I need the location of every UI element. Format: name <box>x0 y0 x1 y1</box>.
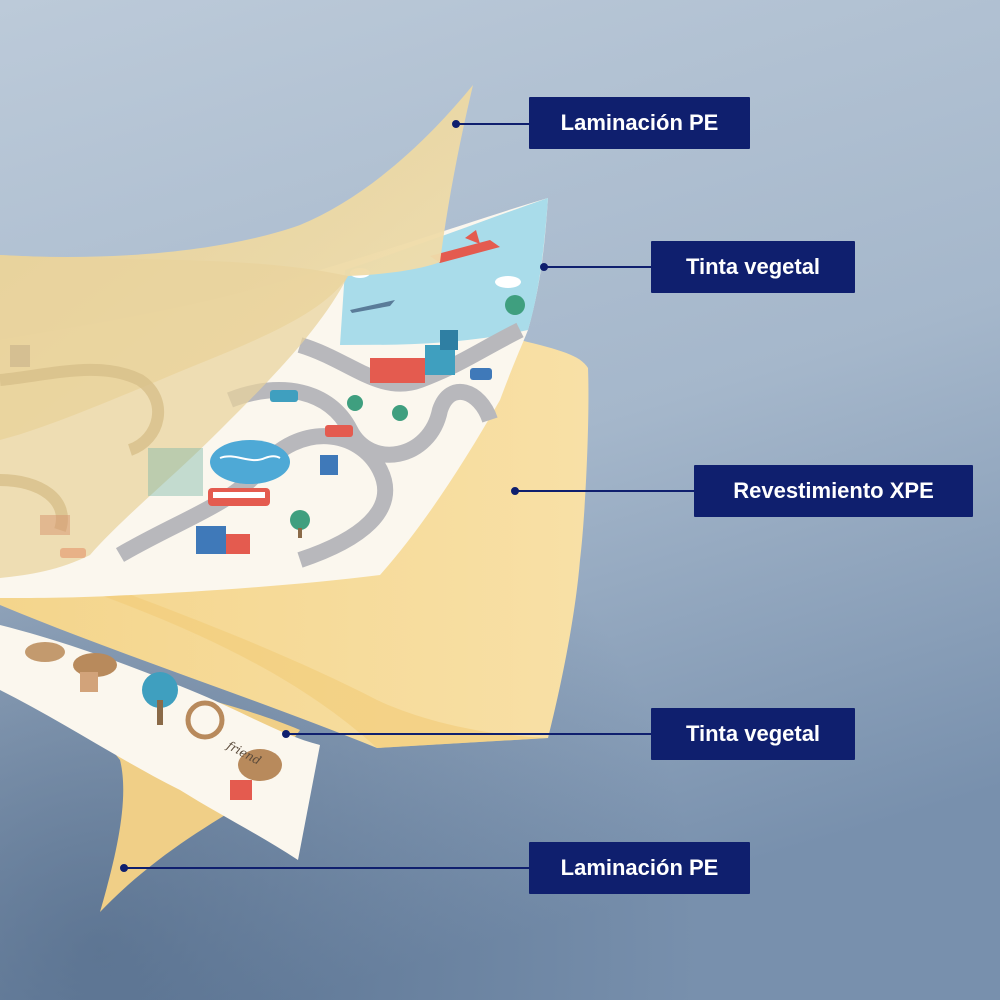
label-xpe-core: Revestimiento XPE <box>694 465 973 517</box>
label-bottom-pe-laminate: Laminación PE <box>529 842 750 894</box>
label-top-pe-laminate: Laminación PE <box>529 97 750 149</box>
label-top-vegetable-ink: Tinta vegetal <box>651 241 855 293</box>
top-laminate-translucent <box>0 255 348 578</box>
label-bottom-vegetable-ink: Tinta vegetal <box>651 708 855 760</box>
bottom-ink-layer: friend <box>0 625 320 860</box>
leader-lines <box>120 120 694 872</box>
